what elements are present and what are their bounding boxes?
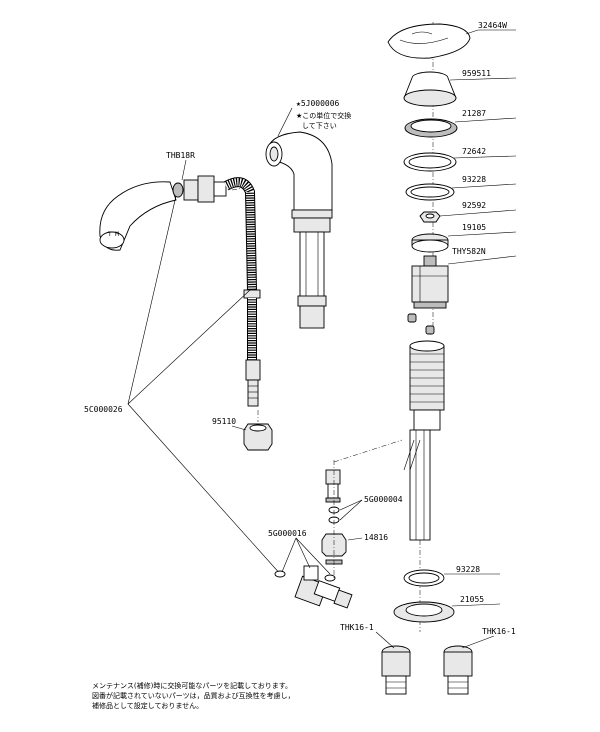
leader-21287 [454, 117, 517, 123]
leader-95110 [231, 425, 247, 431]
label-93228-bottom: 93228 [456, 565, 480, 574]
leader-21055 [451, 603, 501, 607]
part-handle-cap-32464W[interactable] [387, 23, 471, 59]
part-fitting-THK16-1-left[interactable] [381, 645, 411, 695]
part-spout-elbow-5J000006[interactable] [265, 131, 333, 329]
label-5J000006-note-1: ★この単位で交換 [296, 111, 351, 120]
label-92592: 92592 [462, 201, 486, 210]
part-ring-21287[interactable] [404, 118, 458, 138]
part-washer-93228-top[interactable] [405, 183, 455, 201]
leaders-THK16-1 [375, 631, 495, 649]
part-washer-72642[interactable] [403, 152, 457, 172]
part-washer-93228-bottom[interactable] [403, 569, 445, 587]
label-THB18R: THB18R [166, 151, 195, 160]
label-32464W: 32464W [478, 21, 507, 30]
leaders-5C000026 [127, 195, 283, 577]
leader-5J000006 [277, 107, 293, 137]
part-nut-95110[interactable] [243, 423, 273, 451]
part-cartridge-THY582N[interactable] [411, 255, 449, 309]
leader-5G000004 [339, 499, 363, 521]
label-21287: 21287 [462, 109, 486, 118]
footnote-line-2: 図番が記載されていないパーツは，品質および互換性を考慮し， [92, 691, 295, 700]
leader-19105 [447, 231, 517, 237]
leader-72642 [453, 155, 517, 159]
label-95110: 95110 [212, 417, 236, 426]
label-5G000004: 5G000004 [364, 495, 403, 504]
label-THK16-1-left: THK16-1 [340, 623, 374, 632]
part-ring-19105[interactable] [411, 233, 449, 253]
part-spout-head[interactable]: T M [99, 181, 177, 251]
part-nut-92592[interactable] [419, 211, 441, 223]
label-5G000016: 5G000016 [268, 529, 307, 538]
part-handle-body-959511[interactable] [403, 71, 457, 107]
label-21055: 21055 [460, 595, 484, 604]
brand-mark-tm: T M [108, 231, 119, 238]
leader-32464W [465, 29, 516, 35]
part-nut-14816[interactable] [321, 533, 347, 565]
label-5C000026: 5C000026 [84, 405, 123, 414]
footnote-line-3: 補修品として設定しておりません。 [92, 701, 203, 710]
leader-93228-top [451, 183, 517, 189]
footnote: メンテナンス(補修)時に交換可能なパーツを記載しております。 図番が記載されてい… [92, 681, 295, 710]
label-5J000006: ★5J000006 [296, 99, 340, 108]
label-14816: 14816 [364, 533, 388, 542]
label-THK16-1-right: THK16-1 [482, 627, 516, 636]
part-faucet-body-threaded[interactable] [403, 340, 445, 541]
leader-959511 [449, 77, 517, 81]
leader-THB18R [181, 159, 187, 181]
assembly-guide-lines [231, 187, 403, 463]
label-19105: 19105 [462, 223, 486, 232]
label-5J000006-note-2: して下さい [302, 122, 337, 130]
label-THY582N: THY582N [452, 247, 486, 256]
part-adapter-THB18R[interactable] [172, 175, 227, 203]
label-93228-top: 93228 [462, 175, 486, 184]
part-flexible-hose[interactable] [223, 177, 261, 407]
part-small-o-rings[interactable] [407, 313, 435, 335]
part-mixing-tee[interactable] [274, 460, 353, 609]
leader-THY582N [447, 255, 517, 265]
footnote-line-1: メンテナンス(補修)時に交換可能なパーツを記載しております。 [92, 681, 292, 690]
label-959511: 959511 [462, 69, 491, 78]
leader-14816 [347, 537, 363, 541]
label-72642: 72642 [462, 147, 486, 156]
leader-92592 [439, 209, 517, 217]
part-fitting-THK16-1-right[interactable] [443, 645, 473, 695]
leader-5G000016 [281, 537, 331, 575]
part-union-fitting[interactable] [325, 469, 341, 503]
part-base-plate-21055[interactable] [393, 601, 455, 623]
